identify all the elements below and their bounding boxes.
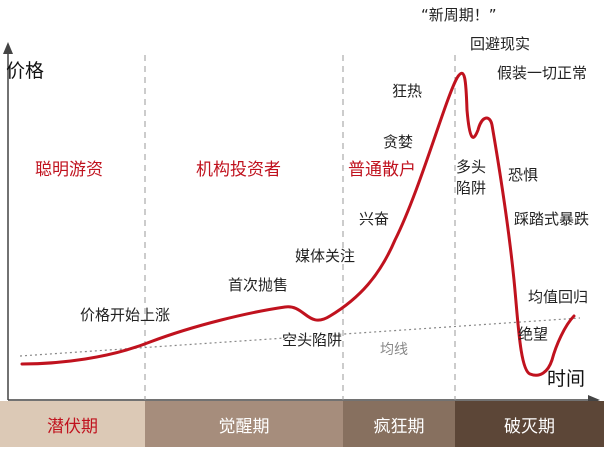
annotation-return-to-mean: 均值回归 [528,288,589,306]
annotation-mania: 狂热 [392,82,423,100]
annotation-prices-begin-rising: 价格开始上涨 [80,306,171,324]
phase-stealth: 潜伏期 [0,401,145,447]
phase-blow-off: 破灭期 [455,401,604,447]
investor-group-smart-money: 聪明游资 [35,160,103,180]
phase-label: 潜伏期 [47,416,98,437]
annotation-fear: 恐惧 [508,166,539,184]
phase-label: 破灭期 [504,416,555,437]
annotation-greed: 贪婪 [383,133,414,151]
investor-group-institutional: 机构投资者 [196,160,281,180]
investor-group-public: 普通散户 [348,160,416,180]
annotation-return-to-normal: 假装一切正常 [497,64,588,82]
phase-mania: 疯狂期 [343,401,455,447]
y-axis-arrow [3,42,13,54]
x-axis-label: 时间 [547,368,586,390]
phase-label: 疯狂期 [373,416,425,437]
phase-label: 觉醒期 [218,416,270,437]
annotation-first-sell-off: 首次抛售 [228,276,289,294]
y-axis-label: 价格 [6,60,45,82]
mean-trend-line [19,317,581,357]
price-curve [20,71,576,377]
annotation-enthusiasm: 兴奋 [359,210,390,228]
annotation-capitulation: 踩踏式暴跌 [514,210,590,228]
annotation-media-attention: 媒体关注 [295,247,356,265]
annotation-new-paradigm: “新周期！” [421,6,497,24]
phase-awareness: 觉醒期 [145,401,343,447]
annotation-despair: 绝望 [518,325,549,343]
annotation-mean: 均线 [380,342,408,358]
annotation-bear-trap: 空头陷阱 [282,331,343,349]
annotation-denial: 回避现实 [470,35,531,53]
annotation-bull-trap: 多头 陷阱 [456,158,487,197]
